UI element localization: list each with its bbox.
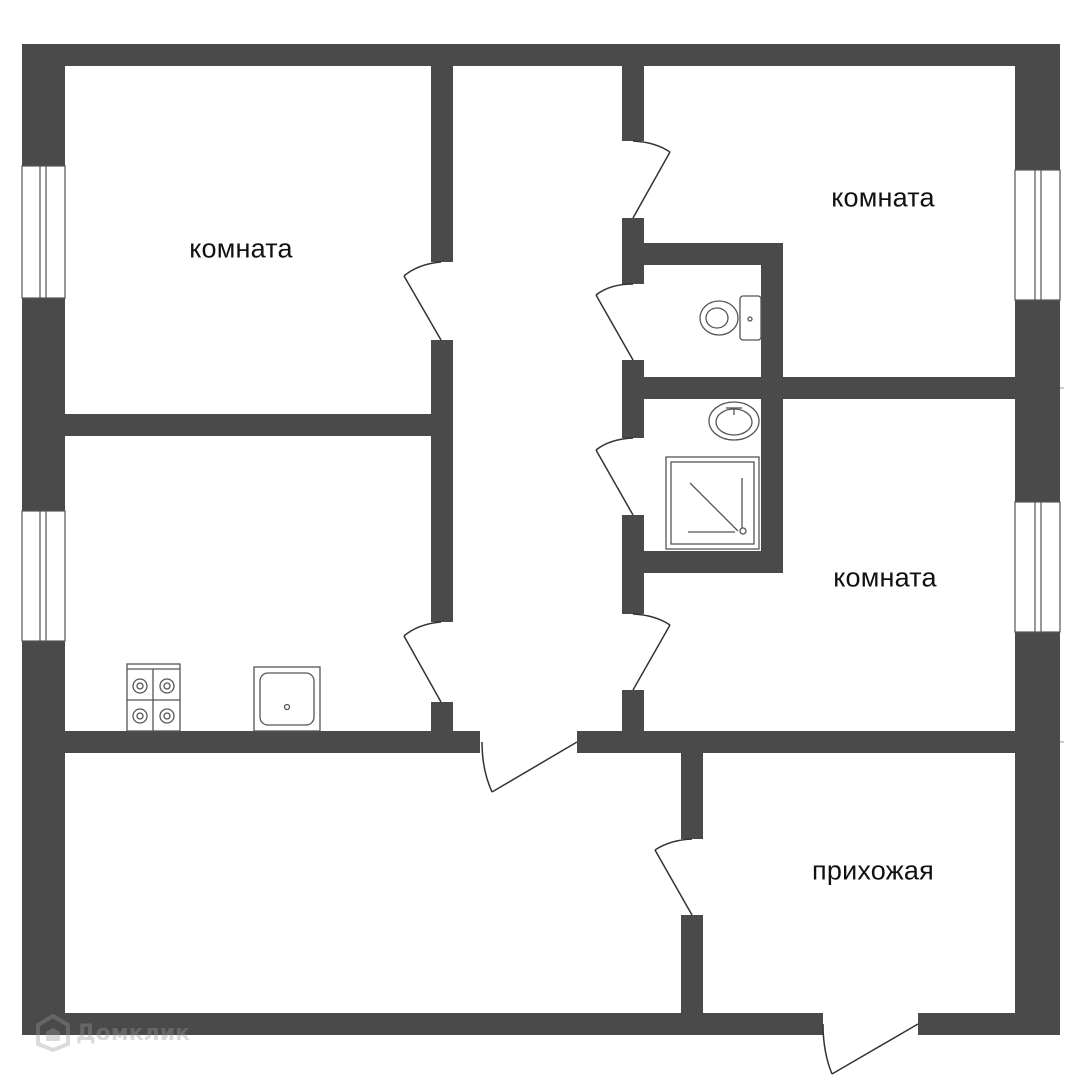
wall-top-left-room-bottom (22, 414, 453, 436)
door-middle-right-room (632, 613, 671, 691)
wall-bottom-entrance-gap (823, 1013, 918, 1035)
kitchen-sink (253, 666, 321, 732)
watermark: Домклик (36, 1014, 190, 1052)
wall-outer-bottom (22, 1013, 1060, 1035)
room-label-middle-right: комната (833, 562, 937, 593)
door-corridor-bottom (481, 741, 578, 793)
room-label-top-right: комната (831, 182, 935, 213)
stove (126, 663, 181, 732)
wall-corridor-left-3 (431, 702, 453, 753)
shower (665, 456, 760, 550)
door-wc (595, 283, 634, 361)
wall-horizontal-main-left (22, 731, 480, 753)
window-left-middle (21, 510, 66, 642)
door-bathroom (595, 437, 634, 516)
wall-corridor-left-2 (431, 340, 453, 622)
door-hallway-left (654, 838, 693, 916)
wall-bath-bottom (622, 551, 783, 573)
wall-wc-top (622, 243, 783, 265)
wall-corridor-right-1 (622, 66, 644, 141)
watermark-text: Домклик (76, 1020, 191, 1046)
door-top-left-room (403, 261, 442, 341)
bathroom-sink (708, 401, 760, 441)
edge-ticks (1060, 387, 1064, 743)
window-left-top (21, 165, 66, 299)
windows (21, 165, 1061, 642)
room-label-hallway: прихожая (812, 855, 934, 886)
wall-wc-bath-divider (622, 377, 1060, 399)
wall-corridor-right-5 (622, 690, 644, 753)
wall-outer-top (22, 44, 1060, 66)
door-kitchen (403, 621, 442, 703)
wall-hallway-left-2 (681, 915, 703, 1013)
door-top-right-room (632, 140, 671, 219)
toilet (699, 295, 762, 341)
house-logo-icon (36, 1014, 70, 1052)
window-right-middle (1014, 501, 1061, 633)
door-entrance (822, 1023, 919, 1075)
wall-horizontal-main-right (577, 731, 1060, 753)
room-label-top-left: комната (189, 233, 293, 264)
wall-hallway-left-1 (681, 753, 703, 839)
window-right-top (1014, 169, 1061, 301)
doors (403, 140, 919, 1075)
wall-wc-right (761, 243, 783, 573)
wall-corridor-left-1 (431, 66, 453, 262)
